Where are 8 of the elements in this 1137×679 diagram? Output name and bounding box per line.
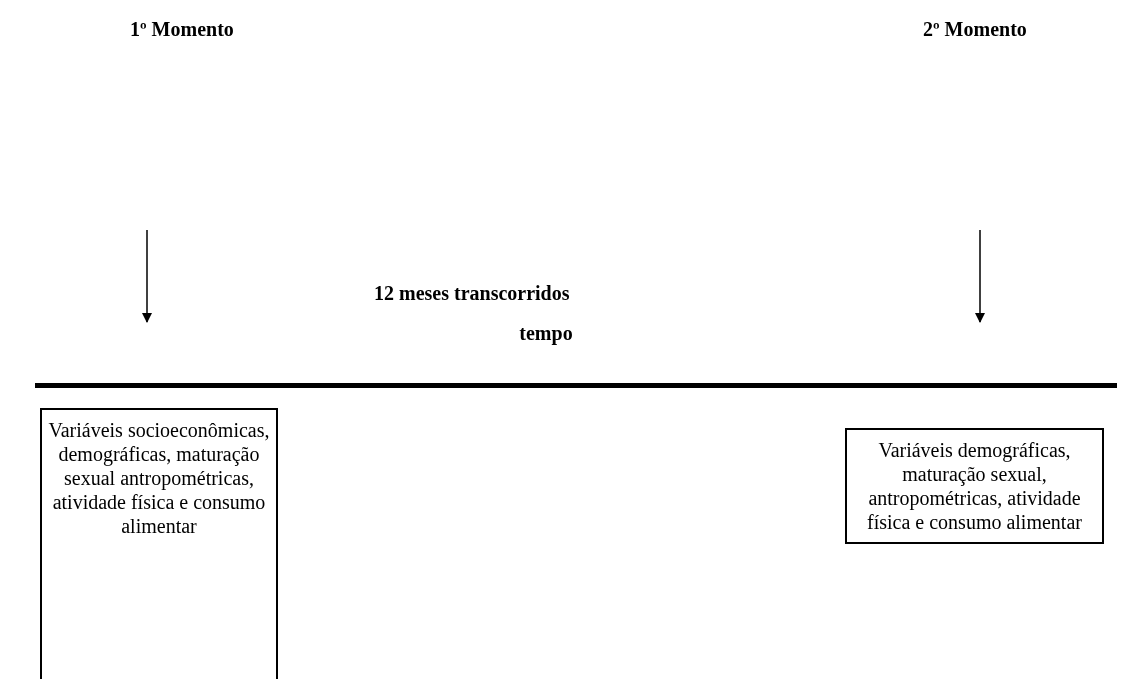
timeline: tempo [35, 322, 1117, 388]
arrow [142, 229, 152, 323]
heading: 2º Momento [923, 18, 1027, 41]
arrow [975, 229, 985, 323]
text-box: Variáveis socioeconômicas, demográficas, maturação sexual antropométricas, atividade física e consumo alimentar [40, 408, 278, 679]
text-box: Variáveis demográficas, maturação sexual, antropométricas, atividade física e consumo alimentar [845, 428, 1104, 544]
heading: 1º Momento [130, 18, 234, 41]
interval-label: 12 meses transcorridos [374, 282, 570, 305]
